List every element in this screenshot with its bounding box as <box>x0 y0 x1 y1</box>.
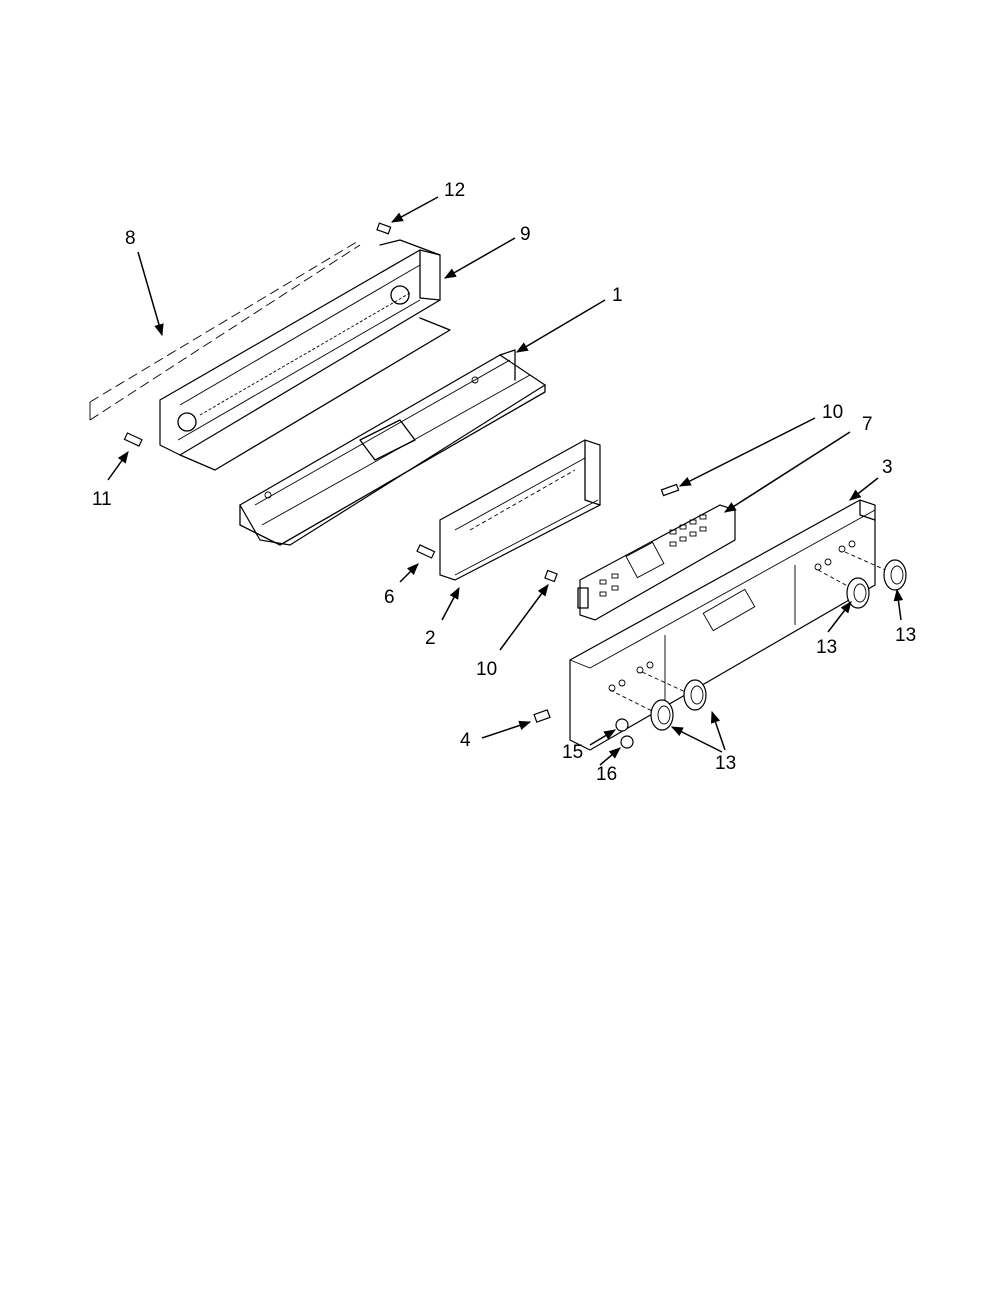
leader-10-upper <box>678 417 816 487</box>
part-1-channel <box>239 349 547 546</box>
part-15-washer <box>615 718 629 732</box>
callout-6: 6 <box>384 587 395 608</box>
leader-6 <box>399 563 419 583</box>
leader-1 <box>515 299 606 353</box>
leader-7 <box>723 431 851 513</box>
callout-8: 8 <box>125 228 136 249</box>
leader-15 <box>589 729 617 746</box>
leader-11 <box>107 451 129 481</box>
part-16-nut <box>620 735 634 749</box>
leader-4 <box>481 720 532 739</box>
part-13-knob-3 <box>846 577 870 609</box>
part-8-strip <box>89 239 361 421</box>
callout-12: 12 <box>444 180 465 201</box>
leader-3 <box>849 477 879 501</box>
part-4-fastener <box>533 709 551 723</box>
leader-13-bottom-b <box>710 710 726 751</box>
callout-13-right-b: 13 <box>895 625 916 646</box>
callout-13-right-a: 13 <box>816 637 837 658</box>
part-7-control-board <box>577 504 736 621</box>
leader-12 <box>390 196 439 223</box>
leader-8 <box>137 251 164 337</box>
leader-13-bottom-a <box>670 726 723 753</box>
part-10-screw-upper <box>660 483 680 497</box>
callout-4: 4 <box>460 730 471 751</box>
leader-16 <box>599 747 621 766</box>
leader-2 <box>441 586 460 621</box>
callout-1: 1 <box>612 285 623 306</box>
leader-lines <box>107 196 904 766</box>
callout-11: 11 <box>92 489 112 510</box>
callout-7: 7 <box>862 414 873 435</box>
leader-13-right-a <box>827 601 852 633</box>
part-12-screw <box>376 222 392 235</box>
part-13-knob-4 <box>883 559 907 591</box>
part-13-knob-1 <box>650 699 674 731</box>
callout-10-lower: 10 <box>476 659 497 680</box>
part-13-knob-2 <box>683 679 707 711</box>
leader-10-lower <box>499 584 549 651</box>
callout-10-upper: 10 <box>822 402 843 423</box>
part-11-screw <box>123 432 143 447</box>
part-9-bracket <box>159 239 451 471</box>
callout-13-bottom: 13 <box>715 753 736 774</box>
leader-13-right-b <box>893 588 904 621</box>
callout-9: 9 <box>520 224 531 245</box>
part-6-screw <box>416 544 436 559</box>
callout-3: 3 <box>882 457 893 478</box>
leader-9 <box>443 237 516 279</box>
callout-2: 2 <box>425 628 436 649</box>
callout-labels: 12 8 9 1 11 10 7 3 6 2 10 13 13 4 15 16 … <box>92 180 916 785</box>
part-10-screw-lower <box>544 569 558 583</box>
callout-16: 16 <box>596 764 617 785</box>
part-2-shield <box>439 439 601 581</box>
callout-15: 15 <box>562 742 583 763</box>
